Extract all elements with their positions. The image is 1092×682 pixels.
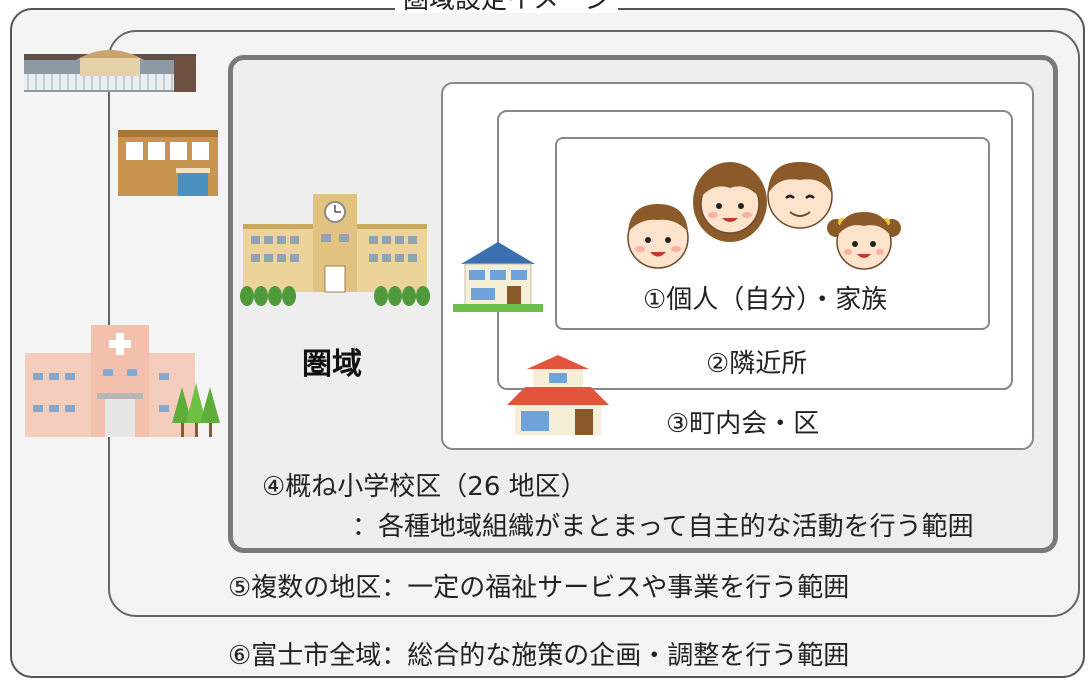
area-1-label: ①個人（自分）・家族: [643, 285, 888, 315]
area-4-label: ④概ね小学校区（26 地区）: [262, 472, 587, 502]
office-building-icon: [118, 130, 218, 196]
father-face: [767, 162, 833, 229]
area-center-label: 圏域: [302, 347, 362, 382]
clock-icon: [324, 201, 346, 223]
diagram-title: 圏域設定イメージ: [395, 0, 619, 13]
gymnasium-icon: [24, 50, 196, 92]
hospital-icon: [25, 325, 220, 437]
area-3-label: ③町内会・区: [666, 409, 820, 439]
red-roof-house-icon: [507, 355, 609, 435]
area-1-individual-family-box: [555, 137, 990, 330]
area-2-label: ②隣近所: [706, 349, 808, 379]
family-icon: [627, 162, 901, 270]
area-5-label: ⑤複数の地区：一定の福祉サービスや事業を行う範囲: [228, 573, 850, 603]
boy-face: [627, 204, 689, 269]
school-icon: [240, 194, 430, 306]
area-4-description: ：各種地域組織がまとまって自主的な活動を行う範囲: [352, 512, 974, 542]
tree-icon: [172, 383, 220, 437]
cross-icon: [109, 333, 131, 355]
mother-face: [693, 162, 767, 242]
girl-face: [827, 212, 901, 270]
area-6-label: ⑥富士市全域：総合的な施策の企画・調整を行う範囲: [228, 641, 850, 671]
blue-roof-house-icon: [453, 242, 543, 312]
bush-icon: [240, 286, 430, 306]
